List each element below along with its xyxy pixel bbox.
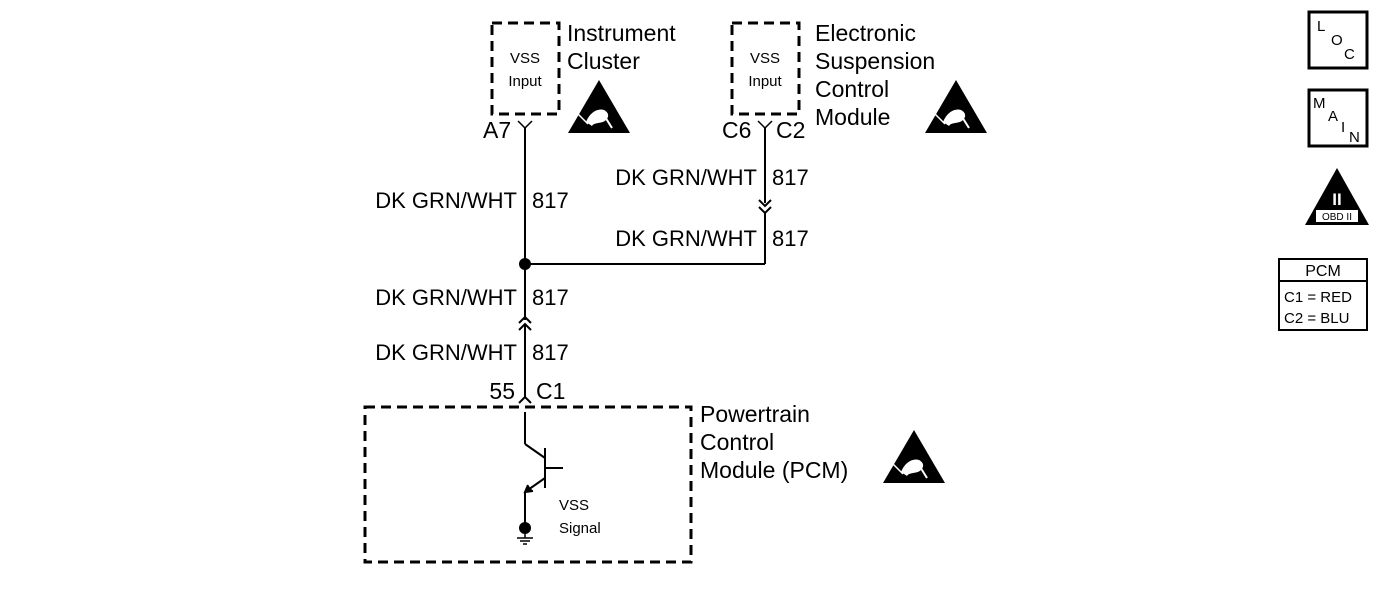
pcm-name-line-2: Control (700, 429, 774, 455)
wire-main-upper-circuit: 817 (532, 188, 569, 213)
esc-module-input-line-1: VSS (750, 50, 780, 67)
pcm-pin: 55 (489, 378, 515, 404)
main-letter-2: A (1328, 108, 1338, 125)
main-inline-connector-icon (518, 315, 532, 324)
instrument-cluster-name-line-1: Instrument (567, 20, 676, 46)
esc-module-name-line-2: Suspension (815, 48, 935, 74)
pcm-signal-line-1: VSS (559, 497, 589, 514)
instrument-cluster-pin: A7 (483, 117, 511, 143)
esd-warning-icon (883, 430, 945, 483)
wires (518, 128, 772, 404)
esc-module-box (730, 21, 801, 116)
main-letter-1: M (1313, 95, 1326, 112)
pcm-connector-icon (518, 395, 532, 404)
esc-module: VSS Input Electronic Suspension Control … (722, 20, 987, 143)
pcm-legend-row-1: C1 = RED (1284, 289, 1352, 306)
splice-icon (519, 258, 531, 270)
pcm-legend-row-2: C2 = BLU (1284, 310, 1349, 327)
pcm-connector: C1 (536, 378, 565, 404)
main-icon[interactable]: M A I N (1307, 88, 1369, 148)
esc-inline-connector-icon (758, 199, 772, 208)
obd-numeral: II (1332, 190, 1341, 209)
loc-letter-2: O (1331, 32, 1343, 49)
esc-module-connector: C2 (776, 117, 805, 143)
esd-warning-icon (568, 80, 630, 133)
esc-module-pin: C6 (722, 117, 751, 143)
wire-esc-upper-circuit: 817 (772, 165, 809, 190)
pcm-name-line-1: Powertrain (700, 401, 810, 427)
esc-module-name-line-4: Module (815, 104, 890, 130)
esc-module-input-line-2: Input (748, 73, 782, 90)
instrument-cluster-input-line-2: Input (508, 73, 542, 90)
esc-module-connector-icon (757, 120, 773, 130)
loc-letter-1: L (1317, 18, 1325, 35)
wire-main-upper-color: DK GRN/WHT (375, 188, 517, 213)
instrument-cluster: VSS Input Instrument Cluster A7 (483, 20, 676, 143)
wire-main-lower-color: DK GRN/WHT (375, 340, 517, 365)
wire-esc-lower-circuit: 817 (772, 226, 809, 251)
transistor-icon (523, 412, 563, 524)
esd-warning-icon (925, 80, 987, 133)
esc-module-name-line-3: Control (815, 76, 889, 102)
instrument-cluster-connector-icon (517, 120, 533, 130)
pcm-legend-title: PCM (1305, 263, 1341, 280)
instrument-cluster-box (490, 21, 561, 116)
pcm-module: 55 C1 Powertrain Control Module (PCM) VS… (363, 378, 945, 564)
main-letter-4: N (1349, 129, 1360, 146)
ground-icon (517, 534, 533, 545)
ground-node-icon (519, 522, 531, 534)
instrument-cluster-name-line-2: Cluster (567, 48, 640, 74)
esc-inline-connector-icon-2 (758, 206, 772, 215)
pcm-signal-line-2: Signal (559, 520, 601, 537)
wire-main-mid-color: DK GRN/WHT (375, 285, 517, 310)
wire-labels: DK GRN/WHT 817 DK GRN/WHT 817 DK GRN/WHT… (375, 165, 808, 365)
loc-letter-3: C (1344, 46, 1355, 63)
pcm-connector-legend: PCM C1 = RED C2 = BLU (1278, 258, 1368, 331)
wire-esc-lower-color: DK GRN/WHT (615, 226, 757, 251)
wire-esc-upper-color: DK GRN/WHT (615, 165, 757, 190)
obd-text: OBD II (1322, 212, 1352, 223)
obd-ii-icon[interactable]: II OBD II (1305, 168, 1369, 225)
wire-main-mid-circuit: 817 (532, 285, 569, 310)
pcm-name-line-3: Module (PCM) (700, 457, 848, 483)
instrument-cluster-input-line-1: VSS (510, 50, 540, 67)
main-letter-3: I (1341, 119, 1345, 136)
esc-module-name-line-1: Electronic (815, 20, 916, 46)
loc-icon[interactable]: L O C (1307, 10, 1369, 70)
wire-main-lower-circuit: 817 (532, 340, 569, 365)
pcm-box (363, 405, 693, 564)
